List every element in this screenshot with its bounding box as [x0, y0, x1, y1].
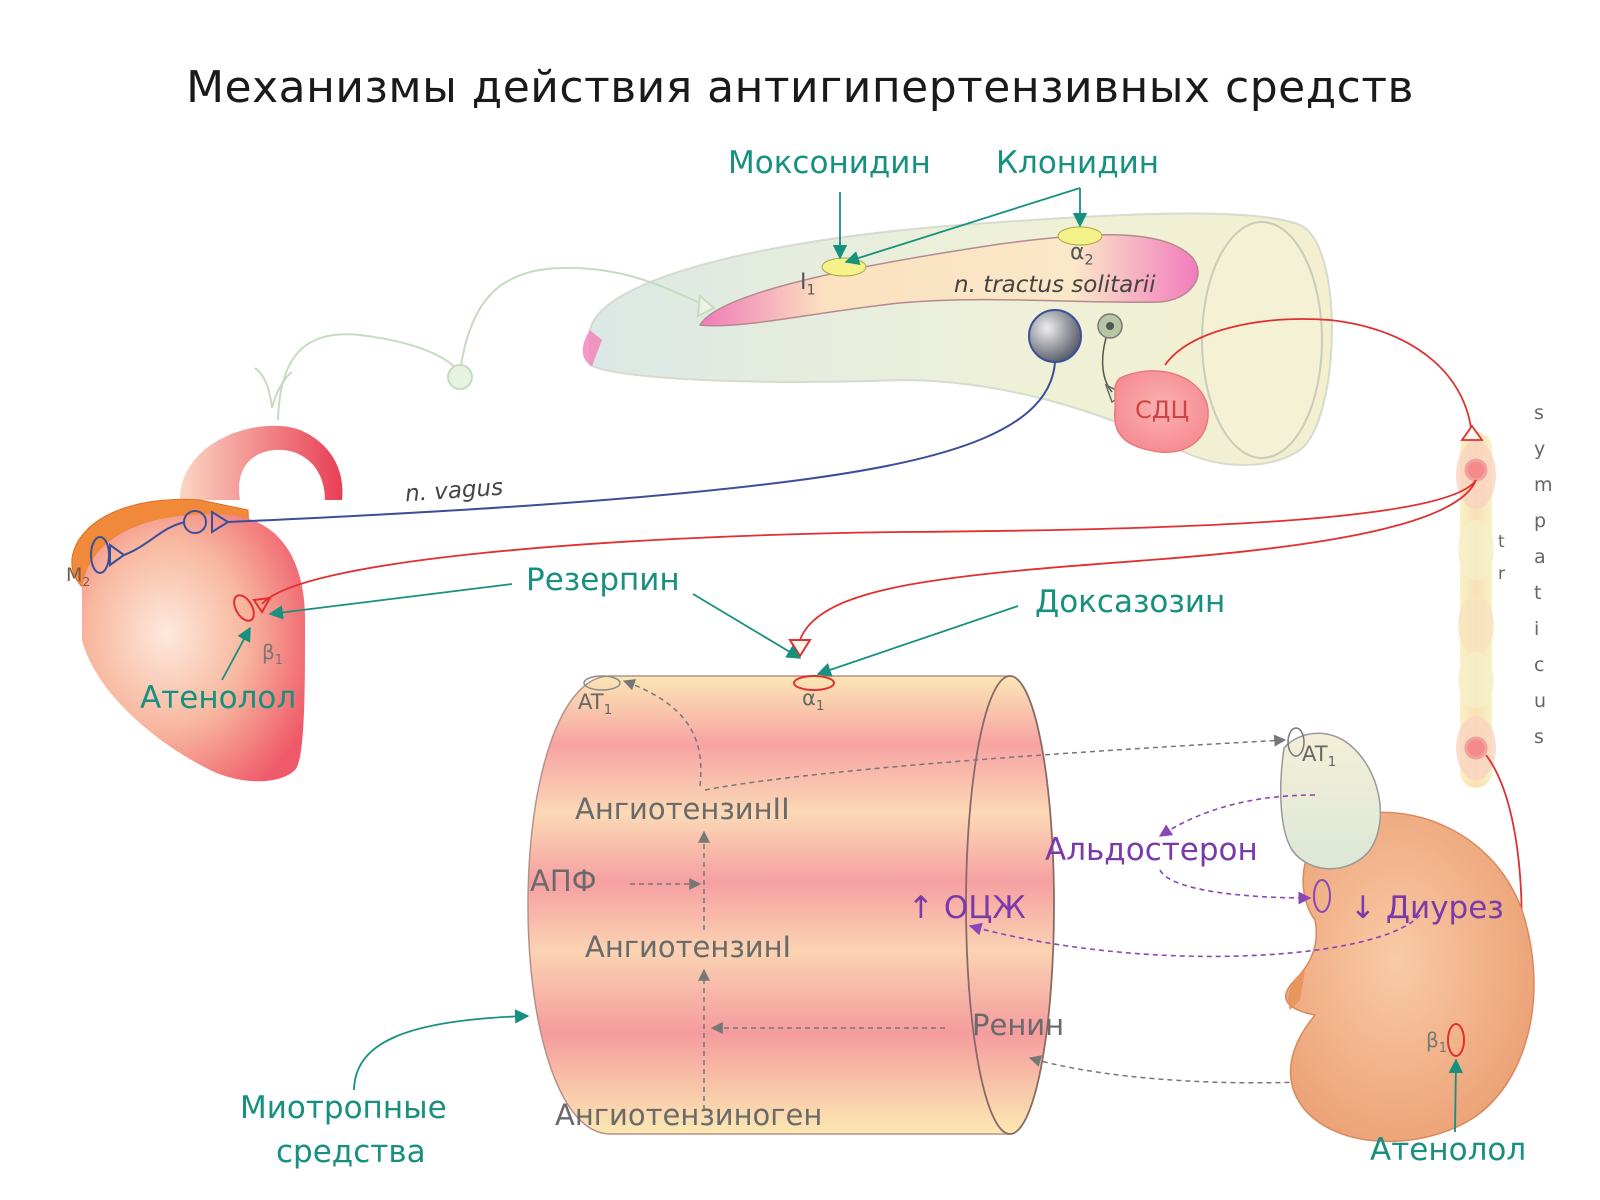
reserpine-arrow-heart	[268, 583, 513, 620]
sympathicus-letter: m	[1534, 474, 1553, 496]
heart-b1-label: β1	[262, 640, 284, 668]
blood-vessel	[527, 675, 1055, 1135]
adrenal-gland	[1279, 732, 1382, 870]
heart-ventricle	[82, 514, 305, 782]
reserpine-label: Резерпин	[526, 562, 680, 598]
sympathetic-trunk	[1456, 432, 1496, 788]
vasomotor-center	[1114, 370, 1209, 454]
aldosterone-arrows	[968, 794, 1421, 958]
heart-b1-receptor	[233, 594, 255, 622]
adrenal-at1-label: AT1	[1302, 742, 1337, 771]
sympathicus-letter: a	[1534, 546, 1546, 568]
diuresis-label: ↓ Диурез	[1350, 890, 1504, 926]
sympathicus-letter: p	[1534, 510, 1547, 532]
sympathicus-letter: s	[1534, 726, 1544, 748]
vessel-at1-label: AT1	[578, 690, 613, 719]
sympathicus-letter: t	[1534, 582, 1542, 604]
myotropic-label-line2: средства	[276, 1134, 426, 1170]
brainstem	[582, 212, 1333, 466]
aldosterone-label: Альдостерон	[1045, 832, 1258, 868]
nts-nucleus	[698, 234, 1199, 327]
upper-ganglion	[1464, 458, 1488, 482]
kidney-aldosterone-receptor	[1313, 879, 1331, 913]
bcv-label: ↑ ОЦЖ	[908, 890, 1026, 926]
i1-label: I1	[800, 270, 816, 299]
vessel-cut-end	[965, 675, 1055, 1135]
nts-label: n. tractus solitarii	[954, 272, 1156, 298]
atenolol-kidney-label: Атенолол	[1370, 1132, 1527, 1168]
myotropic-arrow	[353, 1009, 530, 1091]
sympathicus-letter: s	[1534, 402, 1544, 424]
drug-arrows	[221, 187, 1464, 1133]
clonidine-label: Клонидин	[996, 145, 1160, 181]
sympathicus-letter: i	[1534, 618, 1540, 640]
atenolol-heart-arrow	[221, 626, 251, 681]
sympathicus-letter: y	[1534, 438, 1546, 460]
vessel-at1-receptor	[583, 675, 621, 691]
sympathicus-letter: u	[1534, 690, 1547, 712]
ace-label: АПФ	[530, 864, 597, 898]
doxazosin-arrow	[816, 605, 1019, 677]
vagus-nerve	[227, 361, 1056, 523]
a2-label: α2	[1070, 240, 1094, 269]
kidney-b1-receptor	[1447, 1023, 1465, 1057]
renin-label: Ренин	[972, 1008, 1065, 1042]
angiotensinogen-label: Ангиотензиноген	[555, 1098, 823, 1132]
angiotensin2-label: АнгиотензинII	[575, 792, 790, 826]
reserpine-arrow-vessel	[692, 593, 802, 659]
page-title: Механизмы действия антигипертензивных ср…	[186, 62, 1414, 113]
doxazosin-label: Доксазозин	[1035, 584, 1226, 620]
heart	[71, 425, 343, 782]
i1-receptor	[821, 257, 867, 277]
vmc-label: СДЦ	[1135, 396, 1190, 424]
vessel-a1-receptor	[793, 675, 835, 691]
sympathicus-letter: c	[1534, 654, 1545, 676]
brainstem-cut-surface	[1201, 221, 1323, 459]
kidney-b1-label: β1	[1426, 1028, 1448, 1056]
vessel-a1-label: α1	[802, 686, 825, 715]
m2-label: M2	[66, 564, 91, 589]
truncus-letter: r	[1498, 564, 1505, 584]
myotropic-label-line1: Миотропные	[240, 1090, 447, 1126]
lower-ganglion	[1464, 736, 1488, 760]
vagal-nucleus	[1028, 309, 1082, 363]
adrenal-at1-receptor	[1287, 727, 1305, 757]
truncus-letter: t	[1498, 532, 1505, 552]
atenolol-heart-label: Атенолол	[140, 680, 297, 716]
kidney	[1279, 727, 1535, 1143]
angiotensin1-label: АнгиотензинI	[585, 930, 792, 964]
moxonidine-label: Моксонидин	[728, 145, 931, 181]
atenolol-kidney-arrow	[1448, 1058, 1464, 1133]
aortic-arch	[180, 425, 343, 500]
clonidine-arrow-i1	[844, 187, 1081, 265]
